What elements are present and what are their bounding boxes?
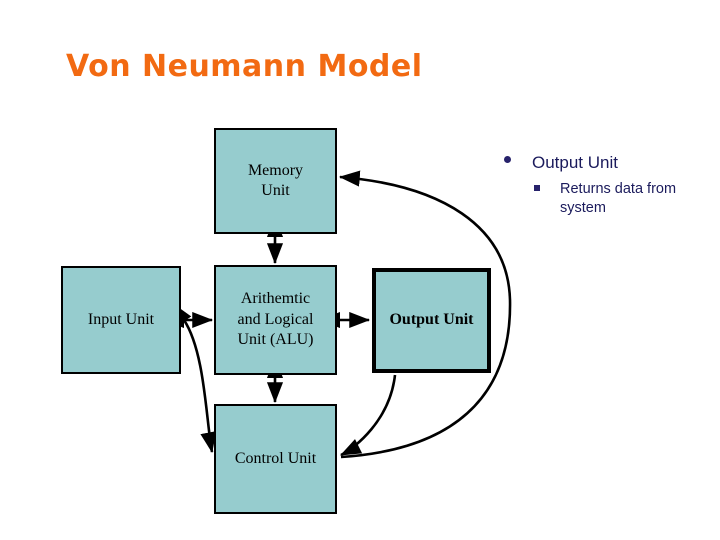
connector-output-control [340, 374, 397, 457]
box-label-alu-line3: Unit (ALU) [237, 331, 314, 349]
diagram-box-input[interactable]: Input Unit [61, 266, 181, 374]
bullet-subtext: Returns data from system [560, 181, 677, 216]
diagram-box-output[interactable]: Output Unit [372, 268, 491, 373]
bullet-disc-icon [504, 156, 511, 163]
bullet-list: Output Unit Returns data from system [498, 152, 714, 217]
box-label-output: Output Unit [389, 311, 474, 329]
box-label-memory: Memory Unit [248, 161, 303, 202]
diagram-box-alu[interactable]: Arithemtic and Logical Unit (ALU) [214, 265, 337, 375]
box-label-memory-line2: Unit [261, 182, 290, 199]
diagram-box-memory[interactable]: Memory Unit [214, 128, 337, 234]
bullet-subitem-returns-data: Returns data from system [498, 180, 714, 217]
bullet-text: Output Unit [532, 153, 618, 172]
page-title: Von Neumann Model [66, 49, 423, 84]
box-label-memory-line1: Memory [247, 161, 304, 179]
box-label-alu: Arithemtic and Logical Unit (ALU) [238, 289, 314, 350]
diagram-box-control[interactable]: Control Unit [214, 404, 337, 514]
connector-input-control [173, 303, 217, 454]
box-label-alu-line1: Arithemtic [240, 290, 311, 308]
box-label-alu-line2: and Logical [237, 310, 314, 328]
bullet-item-output-unit: Output Unit [498, 152, 714, 173]
box-label-input: Input Unit [87, 310, 155, 328]
box-label-control: Control Unit [234, 449, 317, 467]
bullet-square-icon [534, 185, 540, 192]
